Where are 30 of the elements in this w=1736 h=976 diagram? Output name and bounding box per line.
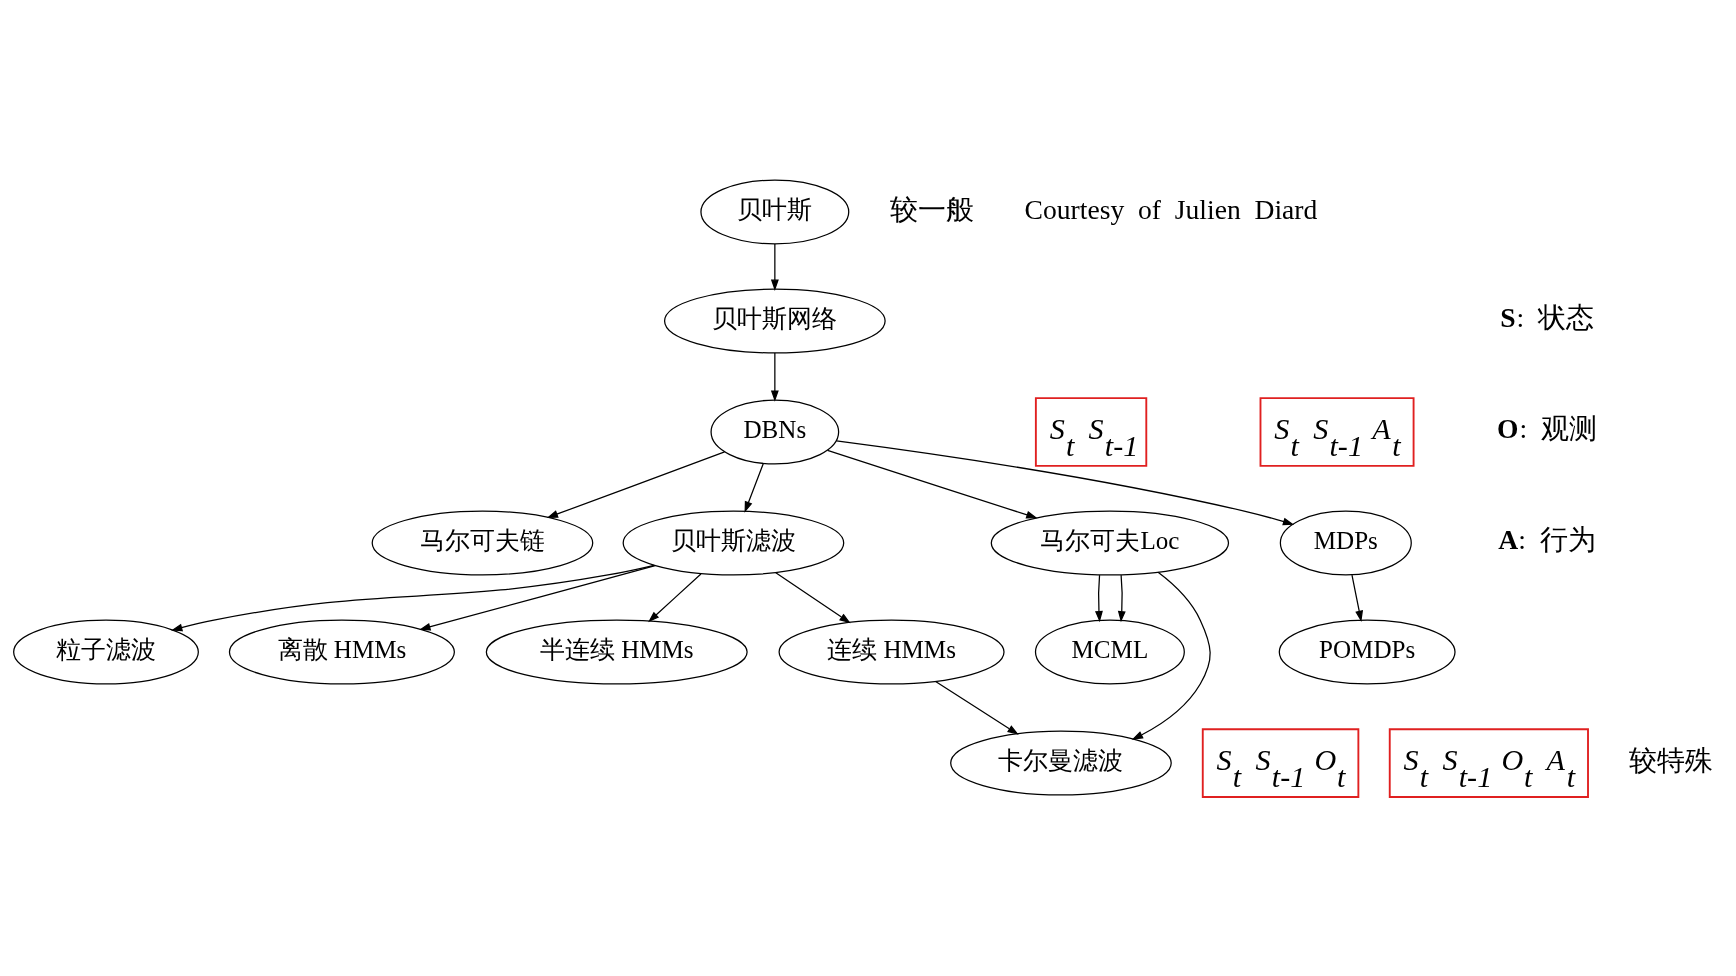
arrow bbox=[546, 450, 726, 518]
node-ellipse: 贝叶斯滤波 bbox=[622, 510, 845, 576]
arrow bbox=[770, 351, 779, 402]
node-ellipse: 粒子滤波 bbox=[13, 619, 199, 685]
arrow bbox=[775, 571, 851, 623]
arrow bbox=[744, 462, 764, 513]
arrow bbox=[1095, 574, 1103, 622]
label: O: 观测 bbox=[1497, 412, 1598, 444]
node-ellipse: 连续 HMMs bbox=[778, 619, 1005, 685]
node-ellipse: MCML bbox=[1034, 619, 1185, 685]
arrow bbox=[1131, 571, 1211, 740]
arrow bbox=[171, 564, 655, 631]
label: A: 行为 bbox=[1498, 523, 1596, 555]
arrow bbox=[1117, 574, 1126, 622]
arrow bbox=[826, 449, 1038, 519]
node-ellipse: 贝叶斯 bbox=[700, 178, 850, 244]
node-ellipse: DBNs bbox=[710, 399, 840, 465]
label: 较特殊 bbox=[1629, 744, 1714, 776]
label: Courtesy of Julien Diard bbox=[1024, 193, 1318, 225]
arrow bbox=[648, 572, 702, 622]
label: 较一般 bbox=[890, 193, 975, 225]
arrow bbox=[1351, 574, 1364, 622]
node-ellipse: POMDPs bbox=[1278, 619, 1456, 685]
arrow bbox=[419, 564, 656, 631]
arrow bbox=[770, 242, 779, 291]
node-ellipse: 半连续 HMMs bbox=[485, 619, 748, 685]
node-ellipse: 贝叶斯网络 bbox=[663, 288, 886, 354]
arrow bbox=[835, 439, 1295, 525]
arrow bbox=[935, 680, 1019, 735]
label: S: 状态 bbox=[1500, 301, 1594, 333]
